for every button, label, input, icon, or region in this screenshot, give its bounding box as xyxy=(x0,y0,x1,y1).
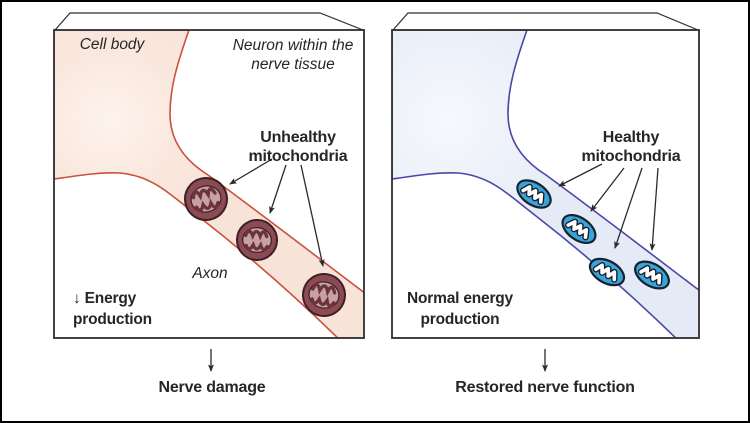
healthy-mitochondrion-1 xyxy=(516,179,552,209)
arrow-to-unhealthy-mito-2 xyxy=(269,164,287,214)
normal-energy-line2: production xyxy=(420,311,500,328)
unhealthy-mitochondrion-1 xyxy=(184,177,228,221)
left-panel-frame xyxy=(53,29,365,339)
left-panel-top-face xyxy=(54,12,364,31)
left-panel xyxy=(53,12,365,372)
tissue-label: Neuron within the nerve tissue xyxy=(233,36,354,74)
energy-down-line1: ↓ Energy xyxy=(73,290,137,307)
healthy-label-line1: Healthy xyxy=(602,129,660,146)
arrow-to-unhealthy-mito-1 xyxy=(229,158,273,185)
unhealthy-mitochondria-label: Unhealthy mitochondria xyxy=(249,128,348,166)
energy-production-down-label: ↓ Energy production xyxy=(73,288,152,330)
right-panel xyxy=(391,12,700,372)
arrow-to-healthy-mito-1 xyxy=(558,163,603,187)
healthy-mitochondrion-3 xyxy=(588,257,626,287)
arrow-to-healthy-mito-3 xyxy=(614,167,643,249)
healthy-mitochondria-label: Healthy mitochondria xyxy=(582,128,681,166)
healthy-pointer-arrows xyxy=(558,163,659,251)
right-panel-frame xyxy=(391,29,700,339)
nerve-damage-caption: Nerve damage xyxy=(158,379,266,396)
neuron-healthy-shape xyxy=(392,30,699,338)
axon-label: Axon xyxy=(192,265,228,282)
energy-down-line2: production xyxy=(73,311,152,328)
tissue-label-line2: nerve tissue xyxy=(251,56,335,73)
unhealthy-pointer-arrows xyxy=(229,158,325,267)
unhealthy-label-line2: mitochondria xyxy=(248,148,348,165)
right-panel-top-face xyxy=(392,12,699,31)
normal-energy-label: Normal energy production xyxy=(407,288,513,330)
arrow-to-healthy-mito-4 xyxy=(649,167,659,251)
restored-function-caption: Restored nerve function xyxy=(455,379,635,396)
unhealthy-mitochondrion-2 xyxy=(236,219,278,261)
arrow-to-unhealthy-mito-3 xyxy=(300,164,325,267)
healthy-mitochondrion-2 xyxy=(561,213,597,245)
healthy-mitochondrion-4 xyxy=(634,260,670,290)
arrow-to-healthy-mito-2 xyxy=(590,167,625,212)
normal-energy-line1: Normal energy xyxy=(407,290,513,307)
tissue-label-line1: Neuron within the xyxy=(232,37,354,54)
healthy-label-line2: mitochondria xyxy=(581,148,681,165)
unhealthy-mitochondrion-3 xyxy=(302,273,346,317)
cell-body-label: Cell body xyxy=(79,36,145,53)
unhealthy-label-line1: Unhealthy xyxy=(260,129,336,146)
